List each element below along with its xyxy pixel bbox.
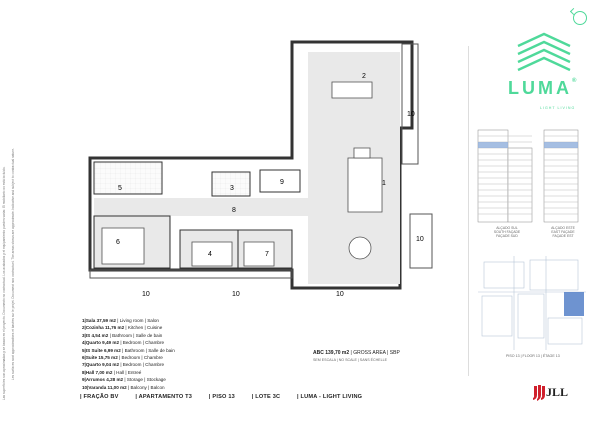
side-legal-note: Las superficies son aproximadas y se bas… <box>2 166 6 400</box>
luma-logo-icon <box>517 32 571 72</box>
suite-bed <box>101 227 145 265</box>
floor-plan: 2 10 1 10 5 3 9 8 6 4 7 10 10 10 <box>88 40 433 298</box>
balcony-top-right <box>401 43 419 165</box>
jll-logo-icon <box>533 385 545 401</box>
compass-icon <box>573 11 587 25</box>
room-storage <box>259 169 301 193</box>
bedroom-4-bed <box>191 241 233 267</box>
legend-row: 1|Sala 37,59 m2 | Living room | Salon <box>82 318 159 323</box>
label-kitchen: 2 <box>362 73 366 80</box>
east-facade-label: ALÇADO ESTE EAST FAÇADE FAÇADE EST <box>551 226 575 238</box>
highlighted-floor <box>544 142 578 148</box>
walls <box>88 40 414 290</box>
legend-row: 9|Arrumos 4,28 m2 | Storage | Stockage <box>82 377 166 383</box>
footer-brand: | LUMA - LIGHT LIVING <box>297 394 363 400</box>
legend-row: 4|Quarto 9,49 m2 | Bedroom | Chambre <box>82 340 165 346</box>
east-facade-drawing <box>543 129 579 223</box>
label-balcony-top: 10 <box>407 111 415 118</box>
footer-lot: | LOTE 3C <box>251 394 281 400</box>
jll-name: JLL <box>546 385 569 399</box>
legend-row: 10|Varanda 11,00 m2 | Balcony | Balcon <box>82 384 165 390</box>
bedroom-7-bed <box>243 241 275 267</box>
site-plan <box>478 256 586 350</box>
apartment-location <box>564 292 584 316</box>
label-suite: 6 <box>116 239 120 246</box>
room-ensuite-bath <box>93 161 163 195</box>
room-bathroom <box>211 171 251 197</box>
legend-row: 5|IS Suite 6,99 m2 | Bathroom | Salle de… <box>82 347 175 353</box>
label-storage: 9 <box>280 179 284 186</box>
south-facade-drawing <box>477 129 533 223</box>
dining-table <box>348 236 372 260</box>
label-balcony-bottom-1: 10 <box>142 291 150 298</box>
label-hall: 8 <box>232 207 236 214</box>
area-label: | GROSS AREA | SBP <box>350 350 400 356</box>
legend-row: 3|IS 4,54 m2 | Bathroom | Salle de bain <box>82 332 163 338</box>
room-kitchen <box>308 52 400 108</box>
south-facade-label: ALÇADO SUL SOUTH FAÇADE FAÇADE SUD <box>493 226 521 238</box>
armchair <box>353 147 371 159</box>
brand-subtitle: LIGHT LIVING <box>540 106 576 110</box>
brand-name: LUMA® <box>508 78 580 98</box>
legend-row: 2|Cozinha 11,76 m2 | Kitchen | Cuisine <box>82 325 163 331</box>
footer-floor: | PISO 13 <box>208 394 235 400</box>
room-legend: 1|Sala 37,59 m2 | Living room | Salon 2|… <box>82 317 175 391</box>
balcony-right <box>409 213 433 269</box>
label-ensuite-bath: 5 <box>118 185 122 192</box>
legend-row: 6|Suite 15,75 m2 | Bedroom | Chambre <box>82 355 163 361</box>
side-legal-note-2: Les surfaces sont approximatives et basé… <box>11 148 15 380</box>
gross-area: ABC 139,70 m2 | GROSS AREA | SBP SEM ESC… <box>313 350 400 362</box>
label-living: 1 <box>382 180 386 187</box>
highlighted-floor <box>478 142 508 148</box>
apartment-footer: | FRAÇÃO BV | APARTAMENTO T3 | PISO 13 |… <box>80 394 377 400</box>
label-balcony-right: 10 <box>416 236 424 243</box>
scale-note: SEM ESCALA | NO SCALE | SANS ÉCHELLE <box>313 358 387 362</box>
footer-type: | APARTAMENTO T3 <box>135 394 193 400</box>
sofa <box>347 157 383 213</box>
footer-fraction: | FRAÇÃO BV <box>80 394 119 400</box>
divider <box>468 46 469 376</box>
legend-row: 7|Quarto 9,04 m2 | Bedroom | Chambre <box>82 362 165 368</box>
floor-label: PISO 13 | FLOOR 13 | ÉTAGE 13 <box>506 354 560 358</box>
balcony-bottom <box>89 269 293 279</box>
label-bedroom-7: 7 <box>265 251 269 258</box>
label-bathroom: 3 <box>230 185 234 192</box>
label-balcony-bottom-2: 10 <box>232 291 240 298</box>
area-value: ABC 139,70 m2 <box>313 350 350 356</box>
room-labels: 2 10 1 10 5 3 9 8 6 4 7 10 10 10 <box>116 73 424 298</box>
label-balcony-bottom-3: 10 <box>336 291 344 298</box>
kitchen-counter <box>331 81 373 99</box>
room-hall <box>94 198 308 216</box>
label-bedroom-4: 4 <box>208 251 212 258</box>
legend-row: 8|Hall 7,00 m2 | Hall | Entreé <box>82 369 142 375</box>
